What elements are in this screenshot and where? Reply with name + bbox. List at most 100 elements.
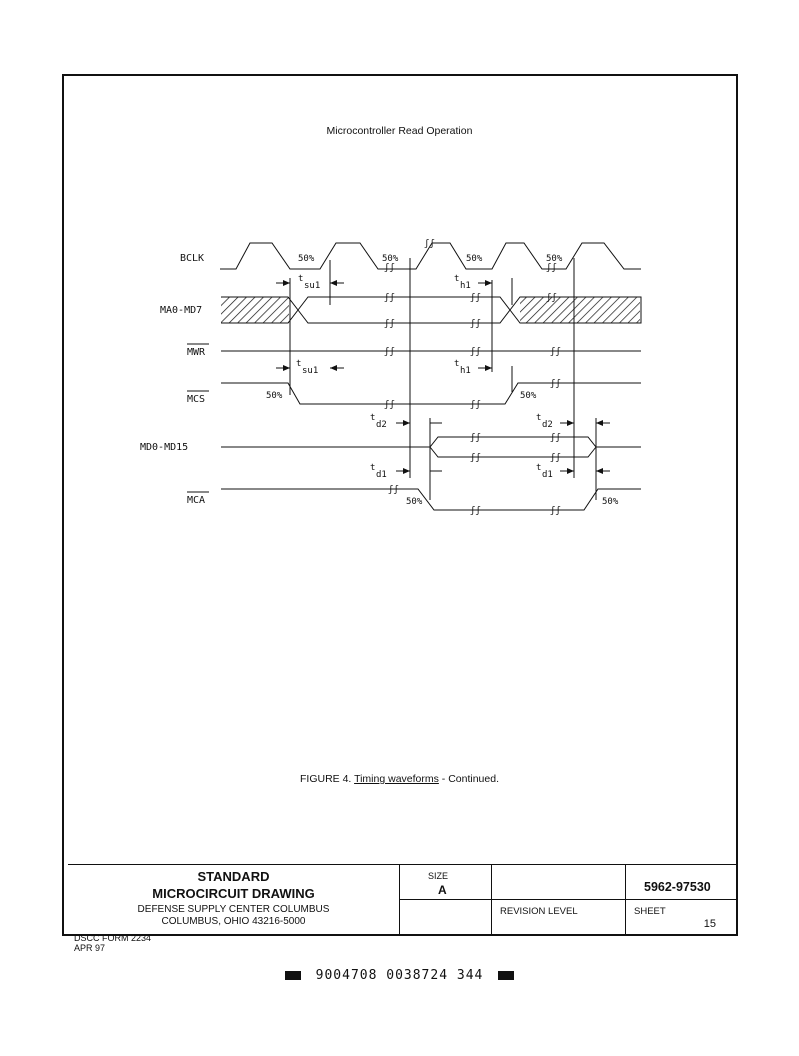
svg-text:h1: h1: [460, 366, 471, 376]
barcode-text: 9004708 0038724 344: [315, 968, 484, 983]
svg-text:t: t: [536, 463, 541, 473]
caption-suffix: - Continued.: [441, 773, 499, 785]
signal-mca: MCA: [187, 495, 205, 506]
pct-label: 50%: [520, 391, 537, 401]
barcode-bar-left: [284, 971, 301, 980]
pct-label: 50%: [266, 391, 283, 401]
arrowhead: [283, 280, 290, 286]
svg-text:su1: su1: [302, 366, 318, 376]
form-number: DSCC FORM 2234: [74, 933, 152, 943]
svg-text:su1: su1: [304, 281, 320, 291]
td1-label-right: t d1: [536, 463, 553, 480]
ma-invalid-left: [221, 297, 289, 323]
svg-text:ʃʃ: ʃʃ: [550, 506, 561, 516]
size-cell: SIZE A: [400, 864, 492, 900]
th1-label: t h1: [454, 274, 471, 291]
arrowhead: [403, 420, 410, 426]
th1-label-mcs: t h1: [454, 359, 471, 376]
svg-text:ʃʃ: ʃʃ: [470, 506, 481, 516]
svg-text:t: t: [298, 274, 303, 284]
signal-mcs: MCS: [187, 394, 205, 405]
break-marks: ʃʃ ʃʃ ʃʃ ʃʃ ʃʃ ʃʃ ʃʃ ʃʃ ʃʃ ʃʃ ʃʃ ʃʃ ʃʃ ʃʃ ʃʃ ʃʃ ʃʃ…: [384, 239, 561, 516]
svg-text:t: t: [296, 359, 301, 369]
svg-text:h1: h1: [460, 281, 471, 291]
svg-text:ʃʃ: ʃʃ: [470, 453, 481, 463]
svg-text:ʃʃ: ʃʃ: [384, 400, 395, 410]
svg-text:ʃʃ: ʃʃ: [384, 347, 395, 357]
svg-text:t: t: [370, 413, 375, 423]
svg-text:ʃʃ: ʃʃ: [470, 319, 481, 329]
svg-text:ʃʃ: ʃʃ: [384, 319, 395, 329]
svg-text:t: t: [454, 359, 459, 369]
svg-text:d2: d2: [376, 420, 387, 430]
pct-label: 50%: [298, 254, 315, 264]
sheet-cell: SHEET 15: [626, 900, 738, 934]
svg-text:t: t: [370, 463, 375, 473]
ma-right-edge: [509, 296, 642, 324]
svg-text:ʃʃ: ʃʃ: [384, 293, 395, 303]
sheet-label: SHEET: [634, 906, 666, 917]
svg-text:ʃʃ: ʃʃ: [470, 347, 481, 357]
svg-text:d2: d2: [542, 420, 553, 430]
tsu1-label-mcs: t su1: [296, 359, 318, 376]
svg-text:ʃʃ: ʃʃ: [384, 263, 395, 273]
form-date: APR 97: [74, 943, 106, 953]
arrowhead: [596, 468, 603, 474]
pct-label: 50%: [602, 497, 619, 507]
bclk-waveform: [220, 242, 641, 270]
svg-text:ʃʃ: ʃʃ: [470, 433, 481, 443]
td2-label-right: t d2: [536, 413, 553, 430]
empty-cell: [400, 900, 492, 934]
svg-text:ʃʃ: ʃʃ: [550, 433, 561, 443]
sheet-number: 15: [703, 918, 716, 930]
svg-text:ʃʃ: ʃʃ: [546, 263, 557, 273]
svg-text:ʃʃ: ʃʃ: [550, 347, 561, 357]
arrowhead: [596, 420, 603, 426]
caption-link: Timing waveforms: [354, 773, 439, 785]
title-block: STANDARD MICROCIRCUIT DRAWING DEFENSE SU…: [68, 864, 738, 934]
ma-invalid-right: [520, 297, 640, 323]
pct-label: 50%: [406, 497, 423, 507]
arrowhead: [485, 365, 492, 371]
signal-mwr: MWR: [187, 347, 206, 358]
svg-text:ʃʃ: ʃʃ: [550, 453, 561, 463]
arrowhead: [403, 468, 410, 474]
arrowhead: [330, 365, 337, 371]
md-waveform: [221, 436, 641, 448]
agency-text: DEFENSE SUPPLY CENTER COLUMBUS: [137, 904, 330, 915]
blank-cell: [492, 864, 626, 900]
drawing-border: [62, 74, 738, 936]
svg-text:ʃʃ: ʃʃ: [470, 400, 481, 410]
figure-caption: FIGURE 4. Timing waveforms - Continued.: [0, 773, 799, 785]
revision-label: REVISION LEVEL: [500, 906, 578, 917]
barcode-strip: 9004708 0038724 344: [0, 968, 799, 983]
arrowhead: [485, 280, 492, 286]
svg-text:ʃʃ: ʃʃ: [470, 293, 481, 303]
drawing-text: MICROCIRCUIT DRAWING: [152, 886, 315, 901]
timing-diagram: ʃʃ ʃʃ ʃʃ ʃʃ ʃʃ ʃʃ ʃʃ ʃʃ ʃʃ ʃʃ ʃʃ ʃʃ ʃʃ ʃʃ ʃʃ ʃʃ ʃʃ…: [140, 239, 642, 516]
tsu1-label: t su1: [298, 274, 320, 291]
svg-text:ʃʃ: ʃʃ: [424, 239, 435, 249]
pct-label: 50%: [382, 254, 399, 264]
figure-title: Microcontroller Read Operation: [326, 125, 473, 137]
arrowhead: [330, 280, 337, 286]
td1-label: t d1: [370, 463, 387, 480]
form-id: DSCC FORM 2234 APR 97: [74, 933, 151, 953]
address-text: COLUMBUS, OHIO 43216-5000: [161, 916, 306, 927]
pct-label: 50%: [546, 254, 563, 264]
mca-waveform: [221, 488, 641, 511]
caption-prefix: FIGURE 4.: [300, 773, 352, 785]
arrowhead: [567, 420, 574, 426]
pct-label: 50%: [466, 254, 483, 264]
standard-text: STANDARD: [197, 869, 270, 884]
signal-md: MD0-MD15: [140, 442, 188, 453]
mcs-waveform: [221, 382, 641, 405]
size-label: SIZE: [428, 871, 449, 881]
title-block-name-cell: STANDARD MICROCIRCUIT DRAWING DEFENSE SU…: [68, 864, 400, 934]
svg-text:d1: d1: [376, 470, 387, 480]
svg-text:ʃʃ: ʃʃ: [546, 293, 557, 303]
svg-text:d1: d1: [542, 470, 553, 480]
arrowhead: [567, 468, 574, 474]
arrowhead: [283, 365, 290, 371]
revision-cell: REVISION LEVEL: [492, 900, 626, 934]
